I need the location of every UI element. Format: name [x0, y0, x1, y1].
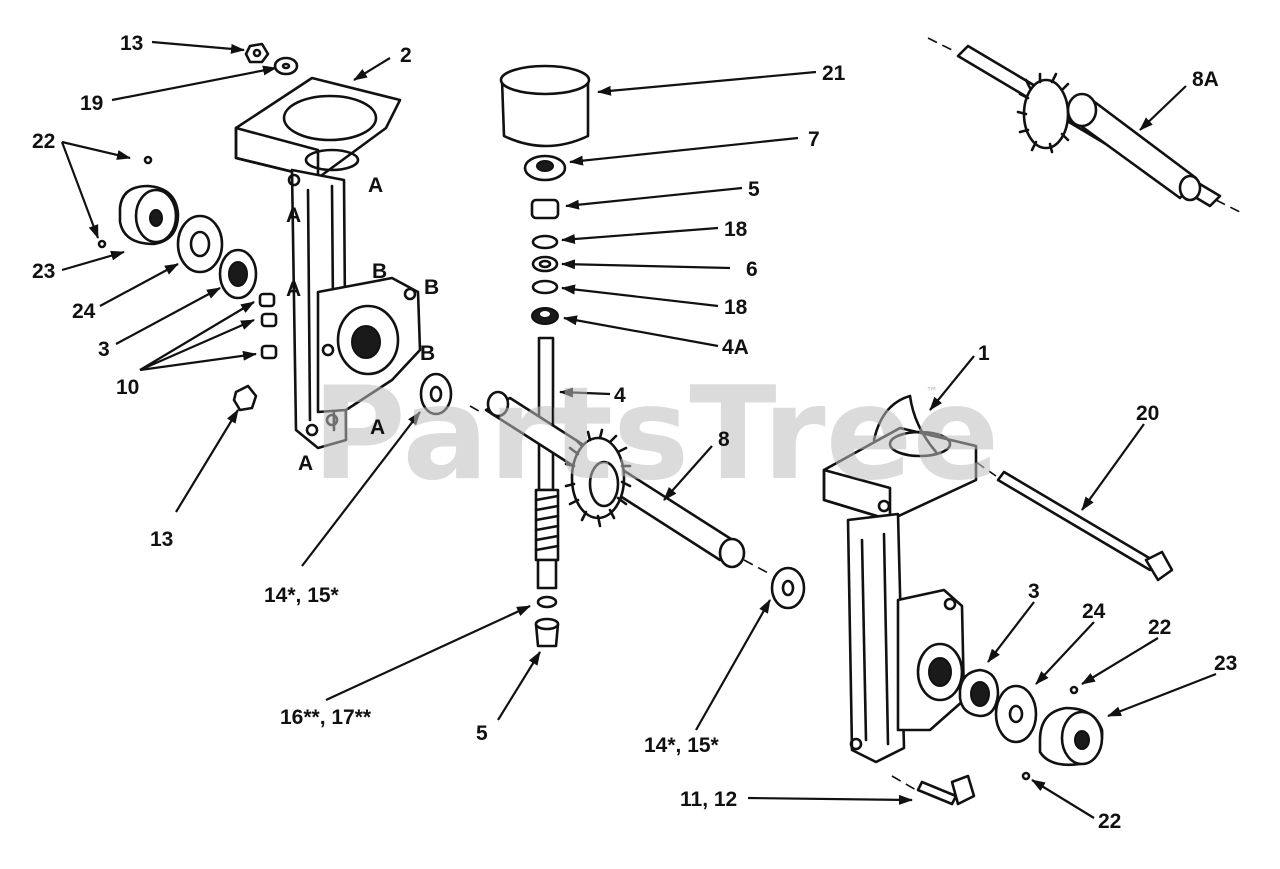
mark-B1: B: [372, 260, 387, 283]
label-24-right: 24: [1082, 600, 1106, 623]
label-16-17: 16**, 17**: [280, 706, 372, 729]
leader-arrows: [60, 40, 1217, 819]
seal-part-4A: [531, 307, 559, 325]
label-8A: 8A: [1192, 68, 1219, 91]
bearing-part-6: [531, 255, 559, 273]
bearing-part-7: [523, 154, 567, 182]
label-22-top: 22: [32, 130, 55, 153]
axle-part-8: [469, 390, 746, 569]
pulley-part-23-right: [1038, 706, 1104, 767]
watermark-text: PartsTree: [312, 360, 999, 509]
mark-A4: A: [370, 416, 385, 439]
bushing-part-5-bottom: [534, 617, 560, 648]
label-22-bottom: 22: [1098, 810, 1121, 833]
bearing-part-3-left: [218, 248, 258, 300]
label-11-12: 11, 12: [680, 788, 737, 811]
label-23-right: 23: [1214, 652, 1237, 675]
washer-part-18-bottom: [531, 279, 559, 295]
nut-part-13-top: [244, 42, 270, 64]
label-14-15-left: 14*, 15*: [264, 584, 340, 607]
label-8: 8: [718, 428, 730, 451]
cup-part-21: [499, 64, 591, 148]
label-2: 2: [400, 44, 412, 67]
label-18-top: 18: [724, 218, 748, 241]
label-13-bottom: 13: [150, 528, 173, 551]
label-24-left: 24: [72, 300, 96, 323]
label-4A: 4A: [722, 336, 749, 359]
watermark: PartsTree ™: [312, 360, 999, 509]
bearing-part-3-right: [958, 668, 1000, 718]
pins-part-10: [258, 292, 278, 360]
axle-part-8A: [927, 37, 1245, 215]
washer-part-16-17: [536, 595, 558, 609]
mark-A3: A: [286, 278, 301, 301]
label-10: 10: [116, 376, 139, 399]
label-14-15-right: 14*, 15*: [644, 734, 720, 757]
seal-part-24-right: [994, 684, 1038, 744]
pulley-part-23-left: [118, 184, 180, 246]
mark-B2: B: [424, 276, 439, 299]
bolt-part-20: [975, 461, 1174, 582]
bolt-part-11-12: [891, 774, 976, 806]
watermark-trademark: ™: [926, 385, 938, 399]
mark-A2: A: [286, 204, 301, 227]
label-23-left: 23: [32, 260, 55, 283]
label-6: 6: [746, 258, 758, 281]
label-1: 1: [978, 342, 990, 365]
label-22-right: 22: [1148, 616, 1171, 639]
label-19: 19: [80, 92, 103, 115]
label-7: 7: [808, 128, 820, 151]
washer-part-14-15-right: [743, 559, 806, 610]
mark-A1: A: [368, 174, 383, 197]
washer-part-19: [273, 56, 299, 76]
label-13-top: 13: [120, 32, 143, 55]
worm-shaft-part-4: [534, 336, 560, 590]
setscrew-part-22-right: [97, 155, 1079, 781]
washer-part-14-15-left: [419, 372, 453, 416]
callout-labels: 13 19 2 22 23 24 3 10 13 14*, 15* 16**, …: [32, 32, 1237, 833]
mark-B3: B: [420, 342, 435, 365]
label-3-left: 3: [98, 338, 110, 361]
housing-marks: A A A A A B B B: [286, 174, 439, 475]
label-4: 4: [614, 384, 626, 407]
label-5-top: 5: [748, 178, 760, 201]
seal-part-24-left: [176, 214, 224, 274]
nut-part-13-bottom: [232, 384, 258, 412]
label-18-bottom: 18: [724, 296, 748, 319]
label-21: 21: [822, 62, 846, 85]
mark-A5: A: [298, 452, 313, 475]
left-housing-part-2: [234, 76, 422, 450]
right-housing-part-1: [822, 394, 978, 764]
label-20: 20: [1136, 402, 1159, 425]
washer-part-18-top: [531, 234, 559, 250]
label-5-bottom: 5: [476, 722, 488, 745]
bushing-part-5-top: [530, 198, 560, 220]
label-3-right: 3: [1028, 580, 1040, 603]
